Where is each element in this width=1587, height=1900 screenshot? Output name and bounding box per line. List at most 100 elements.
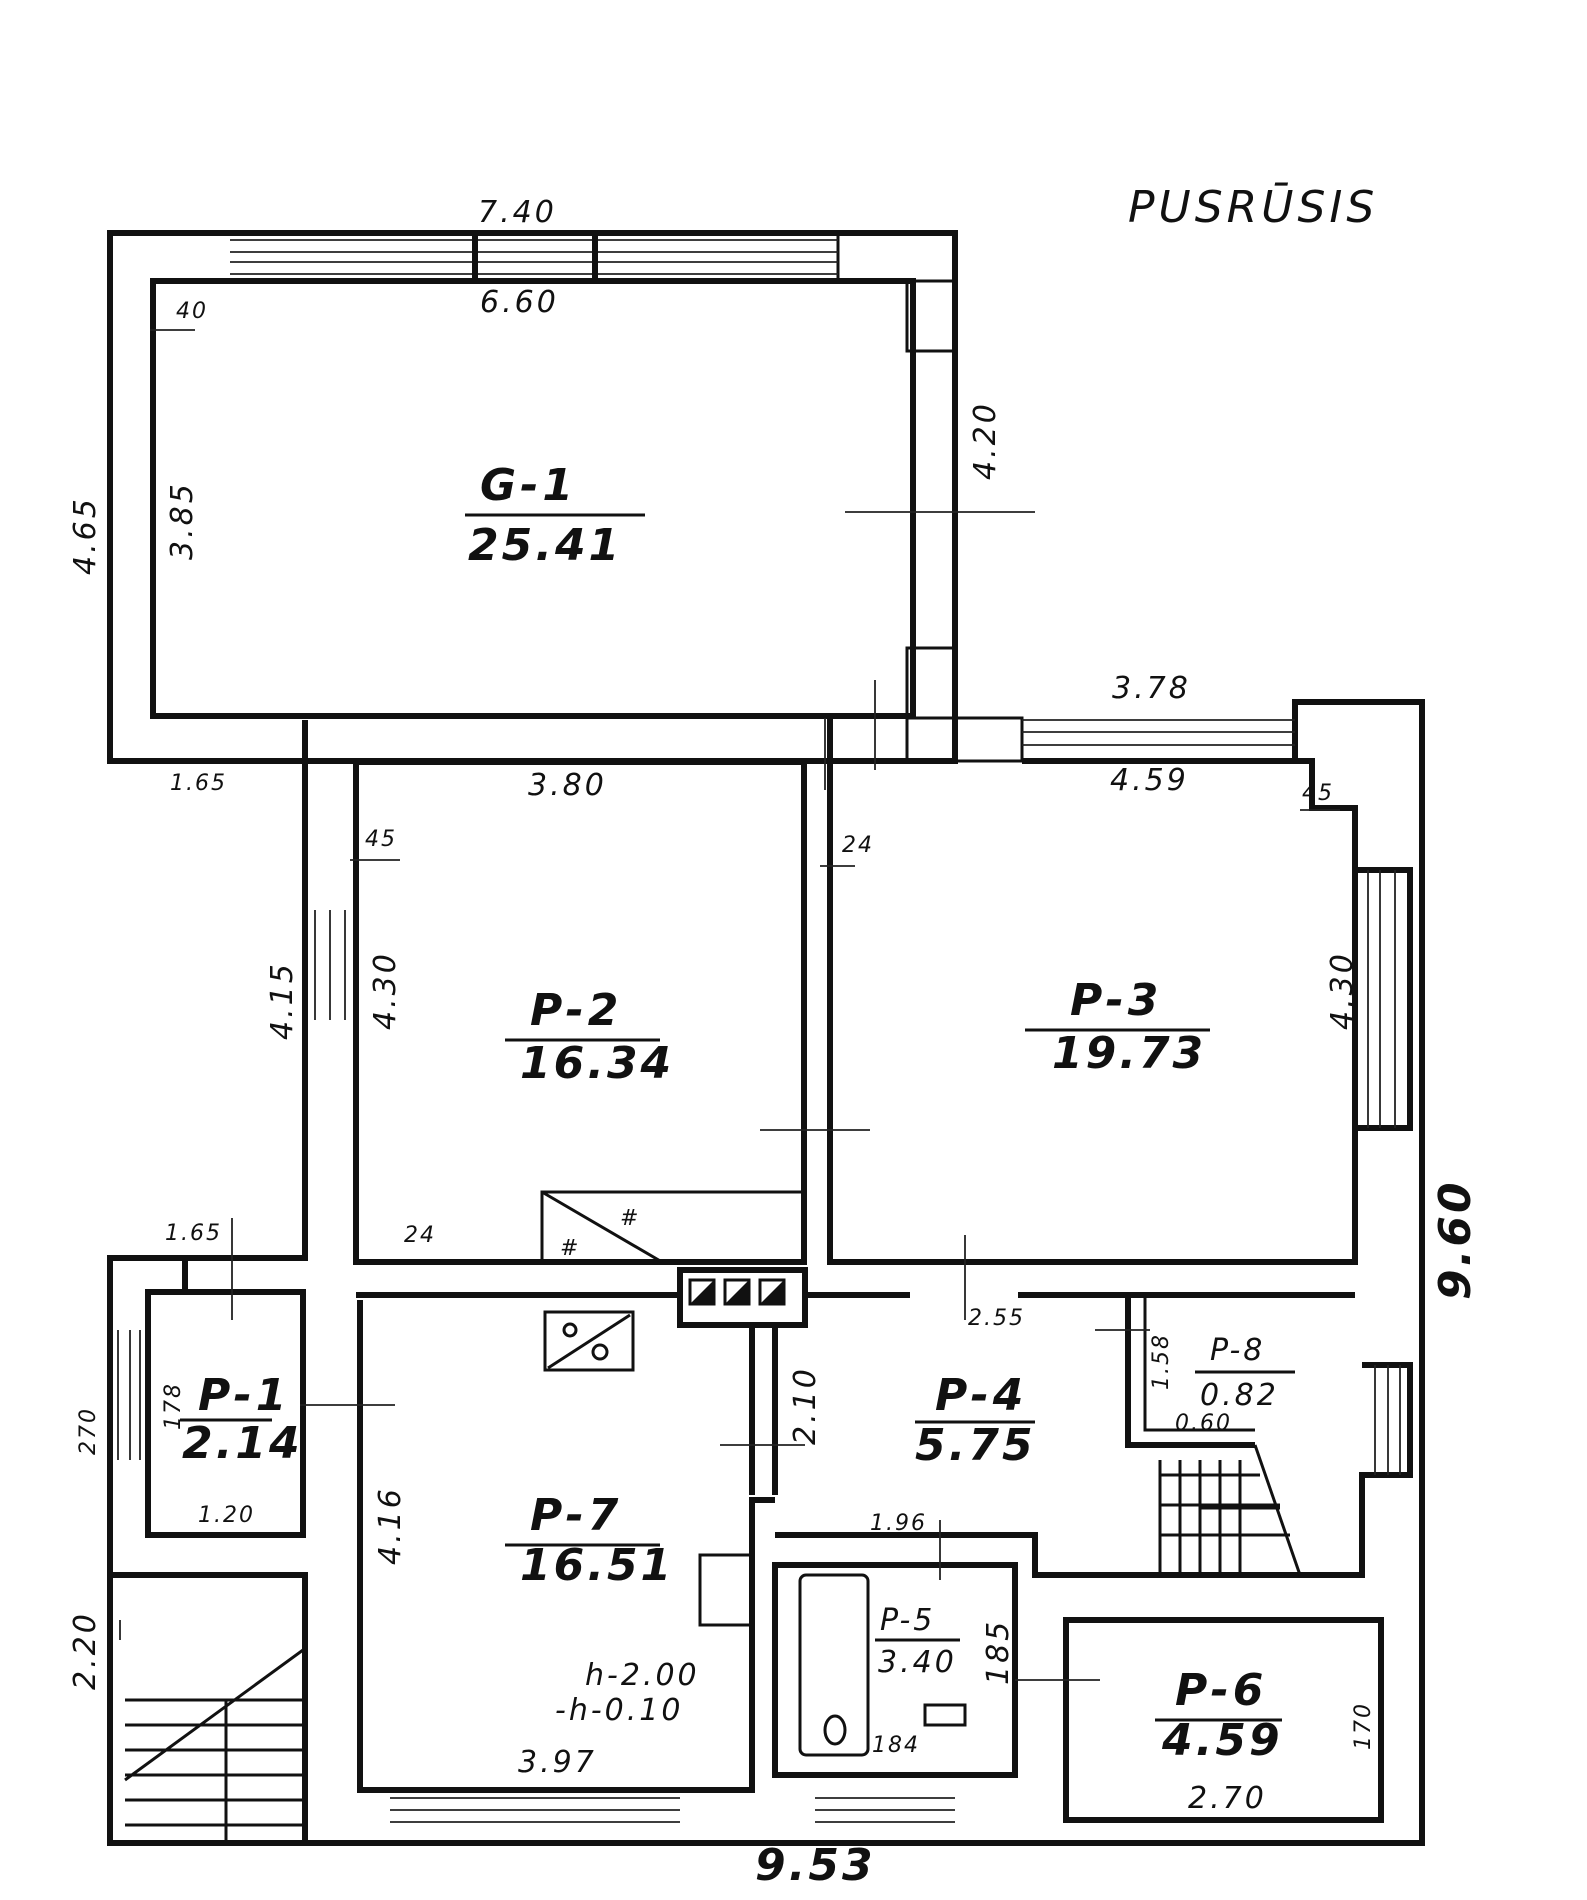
dimension-label: 4.30: [1325, 951, 1360, 1030]
dimension-label: 4.16: [373, 1486, 408, 1565]
wall-block: [905, 716, 1024, 763]
dimension-label: 9.53: [755, 1840, 876, 1891]
dimension-label: 1.58: [1149, 1333, 1174, 1390]
wall-p8-inner: [1143, 1292, 1255, 1432]
dimension-label: 1.20: [198, 1503, 255, 1528]
room-p5: P-5 3.40: [875, 1603, 960, 1680]
dimension-label: 1.65: [170, 771, 227, 796]
room-p6: P-6 4.59: [1155, 1665, 1283, 1766]
room-area: 4.59: [1161, 1715, 1283, 1766]
dimension-label: 40: [176, 299, 208, 324]
window-p5-bottom: [815, 1797, 955, 1823]
dimension-label: 178: [161, 1382, 186, 1430]
dimension-label: 3.85: [165, 481, 200, 560]
dimension-label: 45: [1302, 781, 1334, 806]
dimension-label: 4.65: [68, 496, 103, 575]
wall-segment: [110, 1255, 188, 1292]
dimension-label: 4.59: [1110, 763, 1189, 798]
dimension-label: 45: [365, 827, 397, 852]
wall-p4: [775, 1362, 1413, 1578]
dimension-label: 1.96: [870, 1511, 927, 1536]
window-p2-left: [314, 910, 346, 1020]
wall-p3: [827, 718, 1413, 1265]
dimension-label: 3.97: [518, 1745, 597, 1780]
room-code: P-6: [1175, 1665, 1267, 1716]
dimension-label: 3.80: [528, 768, 607, 803]
wall-main-outer: [107, 699, 1425, 1846]
dimension-label: 6.60: [480, 285, 559, 320]
room-code: G-1: [480, 460, 577, 511]
dimension-label: 1.65: [165, 1221, 222, 1246]
wall-stairwell: [107, 1572, 308, 1846]
windows: [117, 230, 1401, 1823]
window-p3-top: [1022, 719, 1295, 746]
bathtub: [798, 1573, 870, 1757]
room-labels: G-1 25.41 P-2 16.34 P-3 19.73 P-1 2.14 P…: [180, 460, 1295, 1766]
stove: [540, 1190, 806, 1264]
stairs-stairwell: [124, 1648, 304, 1843]
room-code: P-1: [198, 1370, 290, 1421]
dimension-label: 2.55: [968, 1306, 1025, 1331]
room-p7: P-7 16.51: [505, 1490, 674, 1591]
wall-p8: [1125, 1292, 1255, 1448]
room-area: 5.75: [915, 1420, 1036, 1471]
room-code: P-5: [880, 1603, 935, 1638]
wall-block: [836, 231, 957, 283]
dimension-labels: 7.40 6.60 40 4.65 3.85 4.20 1.65 3.80 45…: [68, 195, 1481, 1891]
wall-p6: [1063, 1617, 1384, 1823]
chimney-block: [677, 1267, 808, 1328]
room-area: 16.34: [520, 1038, 674, 1089]
room-area: 3.40: [878, 1645, 957, 1680]
wall-p5: [772, 1562, 1018, 1778]
room-p1: P-1 2.14: [180, 1370, 303, 1469]
room-area: 2.14: [182, 1418, 303, 1469]
room-code: P-2: [530, 985, 622, 1036]
dimension-label: 3.78: [1112, 671, 1191, 706]
room-area: 16.51: [520, 1540, 674, 1591]
room-p3: P-3 19.73: [1025, 975, 1210, 1079]
fixtures: # #: [540, 1190, 967, 1757]
stove-hatch: #: [620, 1206, 640, 1231]
room-p2: P-2 16.34: [505, 985, 674, 1089]
room-p4: P-4 5.75: [915, 1370, 1036, 1471]
window-g1-top: [230, 230, 838, 284]
dimension-label: 4.30: [368, 951, 403, 1030]
cooker: [543, 1310, 635, 1372]
stairs-p4: [1158, 1444, 1302, 1576]
wall-p1: [145, 1289, 306, 1538]
dimension-label: 2.70: [1188, 1781, 1267, 1816]
dimension-label: 184: [872, 1733, 920, 1758]
room-area: 0.82: [1200, 1378, 1279, 1413]
dimension-label: 4.20: [968, 401, 1003, 480]
room-code: P-3: [1070, 975, 1162, 1026]
room-area: 25.41: [468, 520, 622, 571]
dimension-label: 170: [1351, 1702, 1376, 1750]
dimension-label: 4.15: [265, 961, 300, 1040]
dimension-label: 9.60: [1430, 1179, 1481, 1300]
room-code: P-7: [530, 1490, 622, 1541]
room-p8: P-8 0.82: [1195, 1333, 1295, 1413]
dimension-lines: [119, 329, 1340, 1681]
dimension-label: 2.10: [788, 1366, 823, 1445]
room-code: P-4: [935, 1370, 1027, 1421]
dimension-label: 0.60: [1175, 1411, 1232, 1436]
window-p3-right: [1367, 870, 1396, 1128]
toilet: [923, 1703, 967, 1727]
stove-diagonal: [541, 1190, 663, 1264]
walls: [107, 230, 1425, 1846]
dimension-label: 24: [842, 833, 874, 858]
wall-block: [905, 279, 957, 353]
dimension-label: 2.20: [68, 1611, 103, 1690]
level-label: h-2.00: [585, 1658, 700, 1693]
sink: [698, 1553, 754, 1627]
window-p7-bottom: [390, 1797, 680, 1823]
plan-title: PUSRŪSIS: [1128, 181, 1378, 233]
dimension-label: 270: [76, 1407, 101, 1455]
room-code: P-8: [1210, 1333, 1265, 1368]
wall-p7: [357, 1300, 775, 1793]
room-area: 19.73: [1052, 1028, 1206, 1079]
window-p4-right: [1374, 1365, 1401, 1475]
dimension-label: 7.40: [478, 195, 557, 230]
window-p1-left: [117, 1330, 141, 1460]
